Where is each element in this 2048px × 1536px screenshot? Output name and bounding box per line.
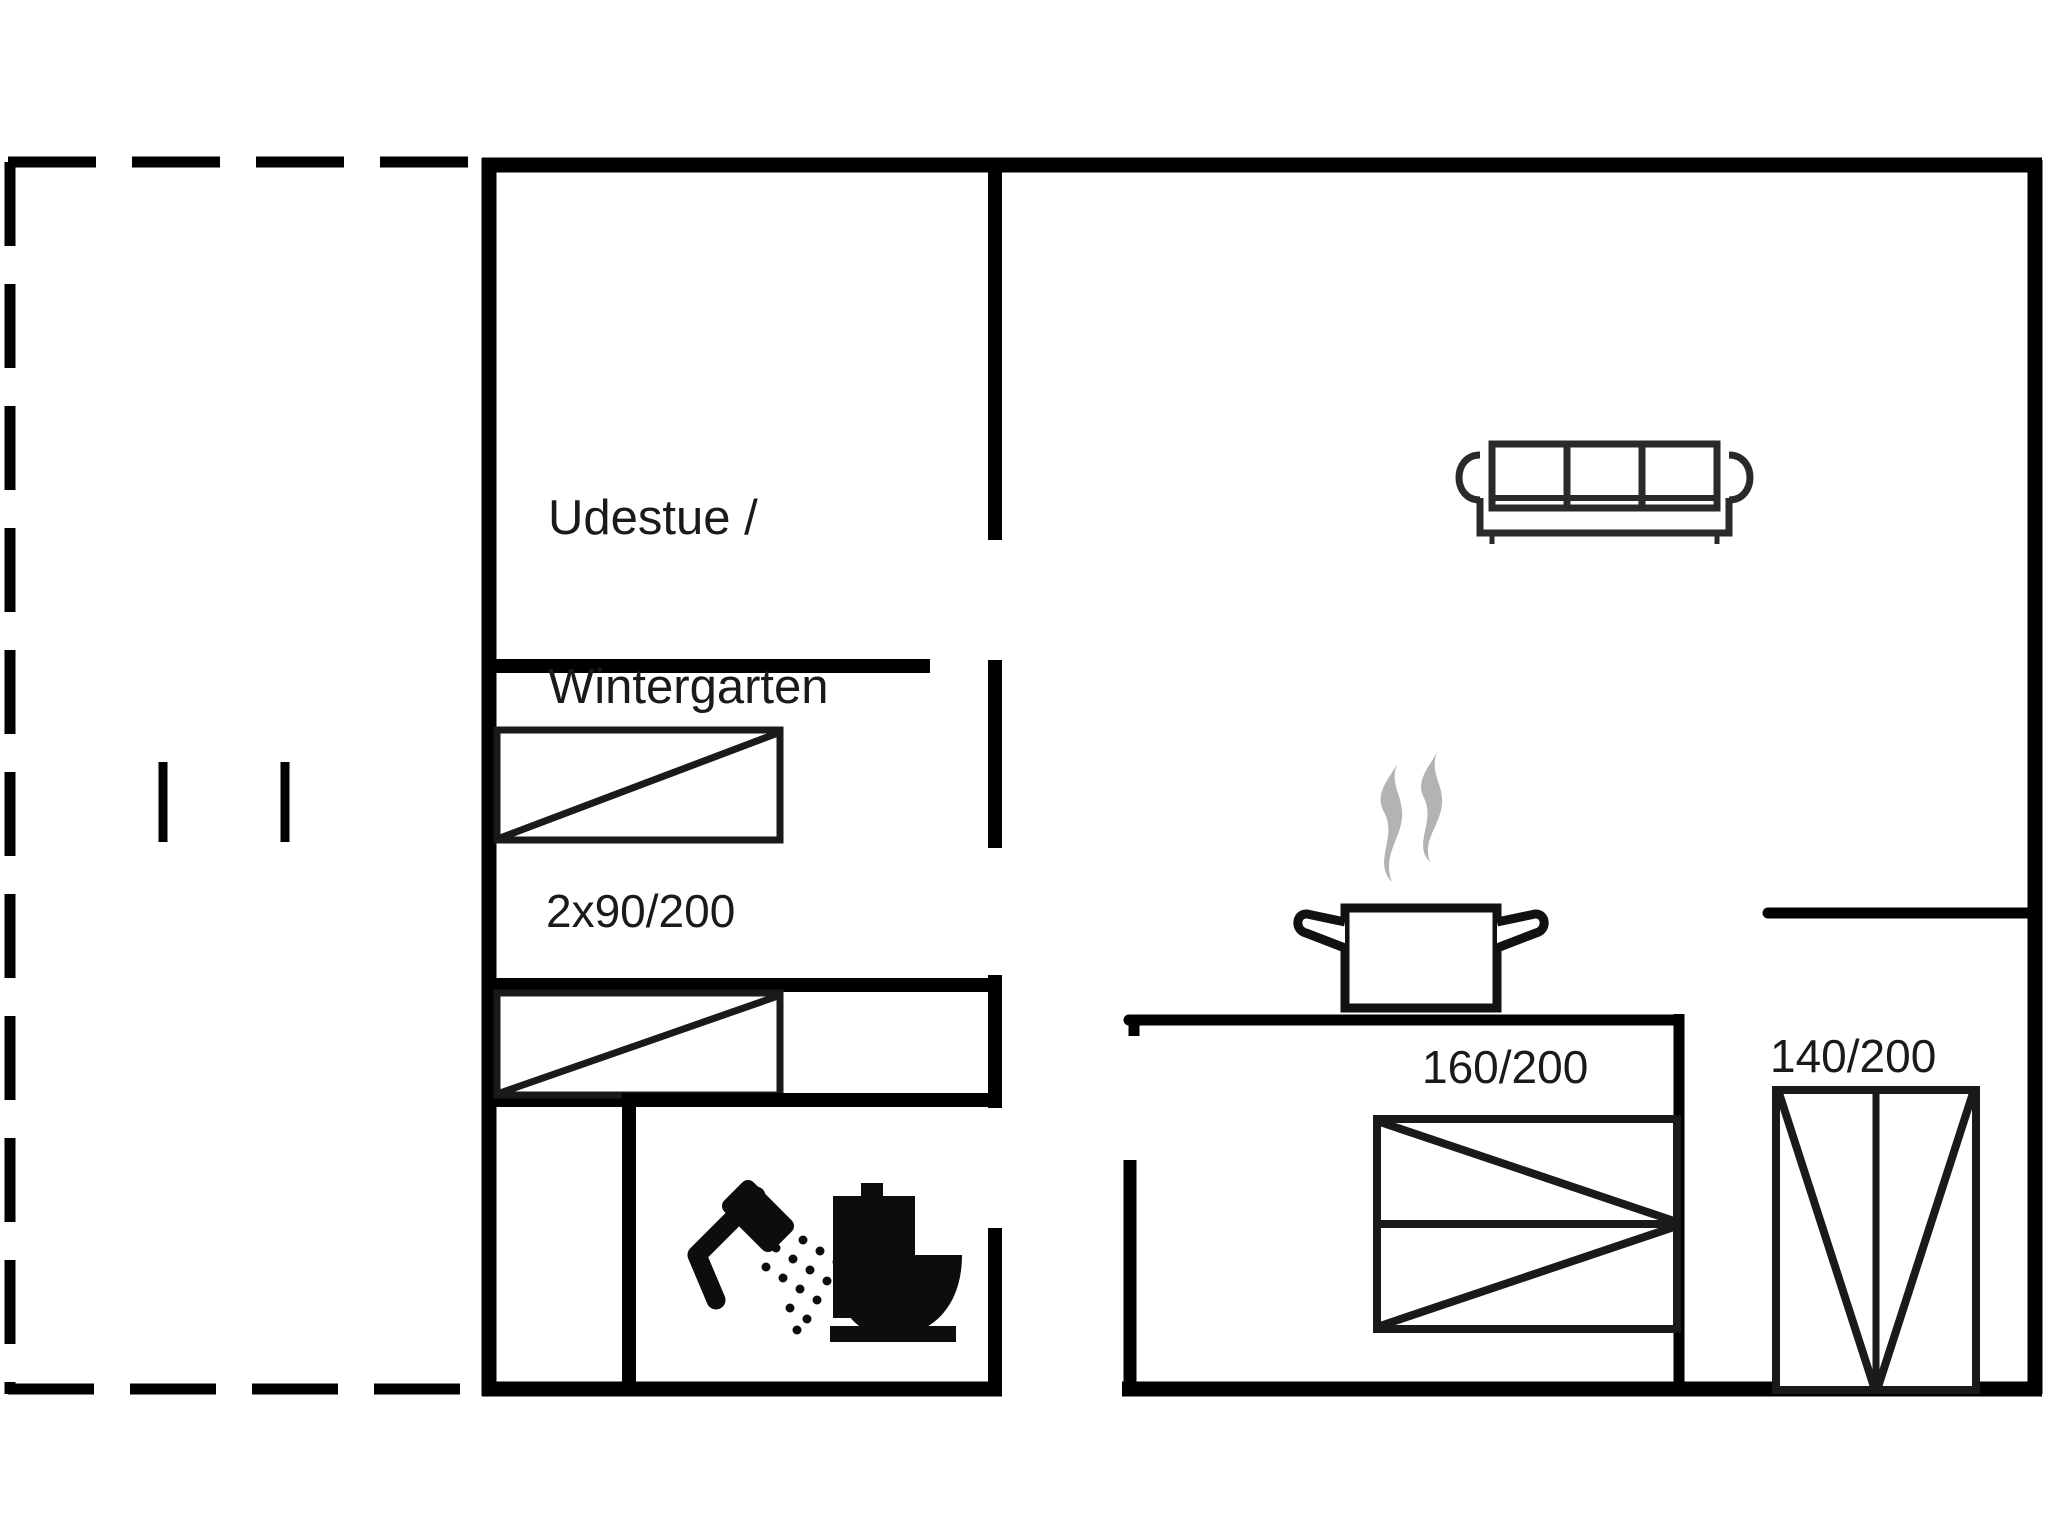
shower-icon <box>687 1180 842 1335</box>
bathroom-walls <box>622 1093 1002 1396</box>
bed-single-icon <box>493 726 784 844</box>
bed-label-double-160: 160/200 <box>1422 1041 1589 1093</box>
bed-label-twin: 2x90/200 <box>546 885 736 937</box>
bed-label-double-140: 140/200 <box>1770 1030 1937 1082</box>
sofa-icon <box>1455 440 1754 544</box>
building-outer-walls <box>481 157 2043 1397</box>
terrace-outline <box>4 156 480 1395</box>
room-label-conservatory-line1: Udestue / <box>548 490 758 545</box>
terrace-post-icon <box>158 762 290 842</box>
bed-double-icon <box>1373 1115 1681 1333</box>
conservatory-walls <box>489 165 1002 848</box>
bed-single-icon <box>493 989 784 1099</box>
cooking-pot-icon <box>1293 750 1549 1013</box>
room-label-conservatory-line2: Wintergarten <box>548 659 829 714</box>
bed-double-icon <box>1772 1086 1980 1394</box>
toilet-icon <box>830 1183 962 1342</box>
room-label-conservatory: Udestue / Wintergarten <box>548 377 829 828</box>
